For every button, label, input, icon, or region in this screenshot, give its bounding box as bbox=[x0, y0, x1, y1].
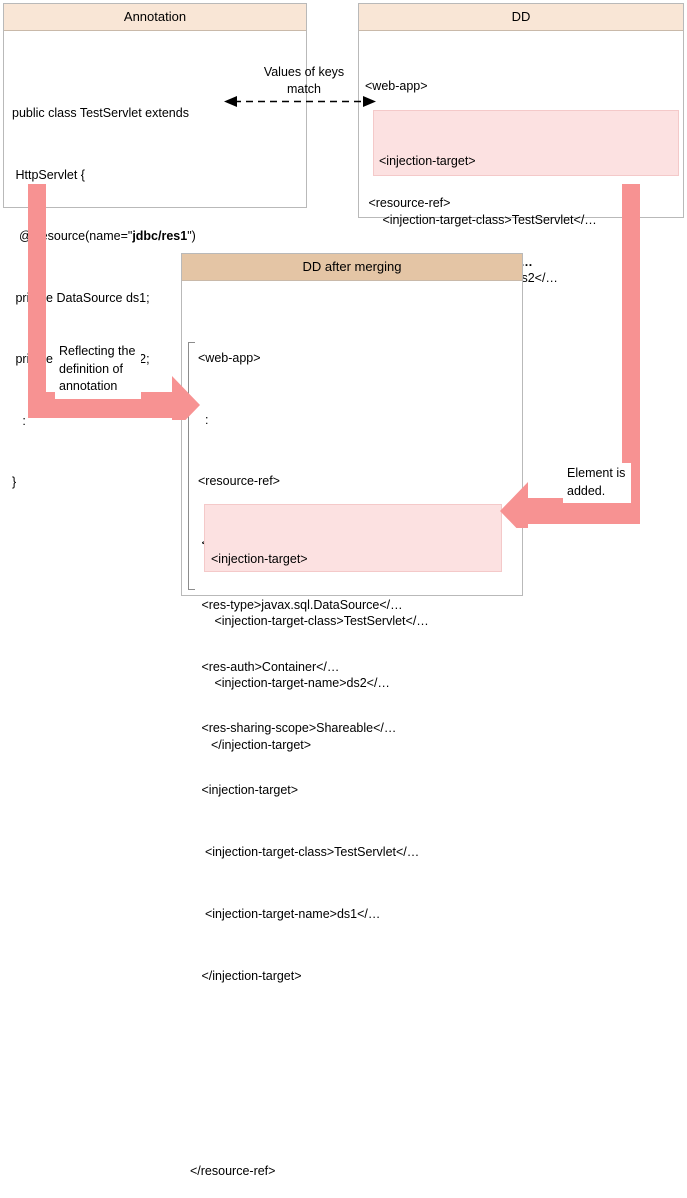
code-line: <injection-target> bbox=[198, 783, 299, 798]
resource-prefix: @Resource(name=" bbox=[12, 229, 133, 243]
annotation-panel-title: Annotation bbox=[4, 4, 306, 31]
resource-ref-bracket bbox=[188, 342, 195, 590]
element-added-label: Element is added. bbox=[563, 463, 632, 503]
code-line: <resource-ref> bbox=[198, 474, 280, 489]
code-line: HttpServlet { bbox=[12, 167, 85, 182]
merged-dd-panel: DD after merging <web-app> : <resource-r… bbox=[181, 253, 523, 1178]
code-line: <resource-ref> bbox=[365, 196, 451, 210]
merged-code-block: <web-app> : <resource-ref> <res-ref-name… bbox=[182, 281, 522, 1198]
reflecting-definition-arrow bbox=[28, 184, 200, 420]
code-line: <injection-target-class>TestServlet</… bbox=[198, 845, 420, 860]
code-line: <injection-target> bbox=[379, 154, 476, 168]
code-line: </injection-target> bbox=[211, 737, 312, 752]
code-line: <injection-target-name>ds2</… bbox=[211, 675, 390, 690]
code-line: <web-app> bbox=[198, 350, 261, 365]
code-line-resource: @Resource(name="jdbc/res1") bbox=[12, 226, 306, 247]
values-match-label: Values of keys match bbox=[263, 65, 345, 96]
code-line: <injection-target-class>TestServlet</… bbox=[211, 613, 429, 628]
merged-dd-panel-title: DD after merging bbox=[182, 254, 522, 281]
dd-injection-target-highlight: <injection-target> <injection-target-cla… bbox=[373, 110, 679, 344]
code-line: </resource-ref> bbox=[190, 1164, 276, 1179]
code-line: <injection-target-class>TestServlet</… bbox=[379, 212, 597, 227]
code-line: <web-app> bbox=[365, 79, 428, 93]
code-line: : bbox=[198, 412, 209, 427]
resource-suffix: ") bbox=[187, 229, 196, 243]
reflecting-definition-label: Reflecting the definition of annotation bbox=[55, 341, 142, 399]
code-line: } bbox=[12, 475, 17, 489]
dd-panel-title: DD bbox=[359, 4, 683, 31]
annotation-panel: Annotation public class TestServlet exte… bbox=[3, 3, 307, 489]
resource-key: jdbc/res1 bbox=[132, 229, 188, 243]
code-line: : bbox=[12, 413, 26, 428]
code-line: <injection-target-name>ds1</… bbox=[198, 906, 381, 921]
merged-injection-target-highlight: <injection-target> <injection-target-cla… bbox=[204, 504, 502, 752]
code-line: <injection-target> bbox=[211, 552, 308, 567]
code-line: public class TestServlet extends bbox=[12, 106, 189, 120]
values-match-arrow bbox=[224, 96, 376, 107]
code-line: </injection-target> bbox=[198, 968, 302, 983]
